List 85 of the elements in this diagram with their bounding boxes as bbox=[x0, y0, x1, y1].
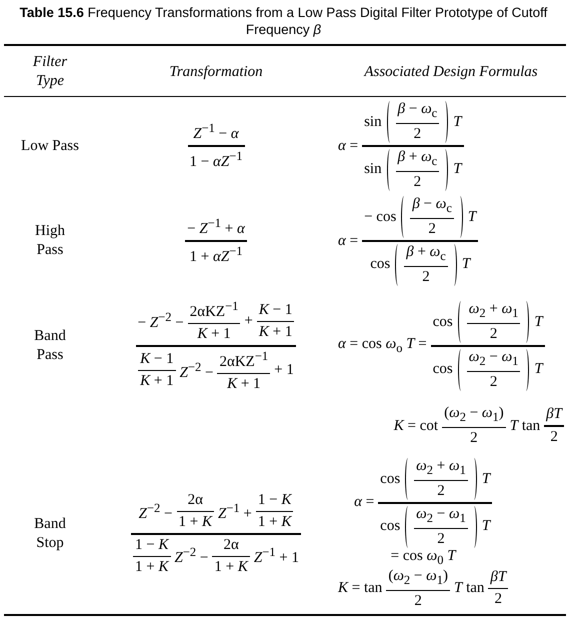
table-title: Table 15.6 Frequency Transformations from a Low Pass Digital Filter Prototype of Cutoff Frequency β bbox=[18, 4, 548, 38]
formula-term: 2 bbox=[427, 221, 437, 238]
formula-term: 2α bbox=[186, 492, 204, 510]
formula-term: + 1 bbox=[273, 362, 295, 380]
formula-term: sin bbox=[363, 114, 383, 131]
formula-term: 2αKZ$^{−1}$ bbox=[218, 348, 270, 371]
formula-term: K = cot bbox=[392, 418, 440, 434]
formula-term: α = bbox=[337, 138, 360, 154]
formula-term: 1 − K bbox=[256, 492, 293, 510]
formula-term: ω$_{2}$ + ω$_{1}$ bbox=[415, 458, 467, 478]
formula-term: K − 1 bbox=[139, 351, 175, 368]
formula-term: 2 bbox=[436, 530, 446, 548]
formula-term: cos bbox=[369, 256, 392, 274]
formula-term: T bbox=[460, 256, 472, 274]
formula-term: 2 bbox=[494, 591, 504, 608]
formula-term: − cos bbox=[363, 208, 398, 226]
formula-term: 1 + K bbox=[134, 558, 170, 576]
formula-term: 1 + αZ$^{−1}$ bbox=[188, 244, 244, 266]
formula-term: 2α bbox=[222, 536, 240, 554]
formula-term: 2 bbox=[413, 592, 423, 610]
formula-term: ω$_{2}$ − ω$_{1}$ bbox=[468, 348, 520, 369]
formula-term: β + ω$_{c}$ bbox=[405, 244, 447, 264]
formula-term: Z$^{−1}$ + 1 bbox=[252, 545, 300, 568]
formula-term: T tan bbox=[452, 580, 486, 598]
formula-term: 1 + K bbox=[178, 514, 214, 532]
formula-term: + bbox=[243, 312, 254, 330]
formula-term: T bbox=[452, 114, 464, 131]
formula-term: 2 bbox=[549, 428, 559, 446]
formula-term: 1 − K bbox=[134, 536, 170, 554]
column-header: Associated Design Formulas bbox=[364, 62, 538, 82]
formula-term: (ω$_{2}$ − ω$_{1}$) bbox=[443, 404, 505, 425]
formula-term: Z$^{−2}$ − bbox=[178, 360, 214, 382]
column-header: Filter Type bbox=[32, 53, 68, 91]
formula-term: 2 bbox=[488, 326, 498, 344]
formula-term: 2 bbox=[469, 430, 479, 448]
formula-term: K + 1 bbox=[139, 373, 175, 390]
formula-term: 2 bbox=[421, 268, 431, 286]
formula-term: α = bbox=[337, 232, 360, 250]
formula-term: α = bbox=[353, 494, 376, 512]
formula-term: 1 − αZ$^{−1}$ bbox=[188, 148, 244, 171]
formula-term: T bbox=[480, 518, 492, 536]
formula-term: sin bbox=[363, 161, 383, 178]
formula-term: Z$^{−2}$ − bbox=[174, 545, 210, 568]
formula-term: 2αKZ$^{−1}$ bbox=[188, 299, 240, 322]
formula-term: K + 1 bbox=[196, 326, 232, 344]
formula-term: Z$^{−2}$ − bbox=[138, 500, 174, 523]
formula-term: cos bbox=[432, 361, 454, 378]
formula-term: βT bbox=[545, 406, 564, 424]
formula-term: α = cos ω$_{o}$ T = bbox=[337, 336, 428, 356]
filter-type-label: High Pass bbox=[34, 222, 66, 260]
formula-term: T bbox=[533, 361, 544, 378]
formula-term: − Z$^{−2}$ − bbox=[136, 310, 185, 332]
filter-type-label: Band Stop bbox=[33, 515, 67, 553]
formula-term: 2 bbox=[488, 374, 498, 391]
formula-term: T bbox=[533, 314, 544, 331]
formula-term: T bbox=[452, 161, 464, 178]
formula-term: ω$_{2}$ + ω$_{1}$ bbox=[468, 301, 520, 322]
formula-term: cos bbox=[432, 314, 454, 331]
formula-term: 1 + K bbox=[256, 514, 293, 532]
formula-term: T bbox=[480, 470, 492, 488]
formula-term: (ω$_{2}$ − ω$_{1}$) bbox=[387, 568, 449, 588]
formula-term: K + 1 bbox=[258, 324, 294, 341]
formula-term: T tan bbox=[508, 418, 542, 434]
formula-term: β + ω$_{c}$ bbox=[396, 148, 438, 169]
formula-term: Z$^{−1}$ − α bbox=[192, 121, 240, 144]
formula-term: cos bbox=[379, 518, 402, 536]
formula-term: β − ω$_{c}$ bbox=[396, 101, 438, 122]
formula-term: 2 bbox=[412, 174, 422, 191]
formula-term: ω$_{2}$ − ω$_{1}$ bbox=[415, 506, 467, 526]
formula-term: K = tan bbox=[336, 580, 384, 598]
column-header: Transformation bbox=[169, 62, 263, 82]
formula-term: cos bbox=[379, 470, 402, 488]
formula-term: βT bbox=[489, 569, 508, 586]
filter-type-label: Low Pass bbox=[20, 136, 80, 156]
formula-term: β − ω$_{c}$ bbox=[411, 196, 453, 216]
formula-term: T bbox=[466, 208, 478, 226]
formula-term: = cos ω$_{0}$ T bbox=[390, 548, 458, 568]
formula-term: 2 bbox=[436, 483, 446, 500]
formula-term: K + 1 bbox=[226, 376, 262, 393]
formula-term: 2 bbox=[412, 126, 422, 144]
formula-term: 1 + K bbox=[213, 558, 250, 576]
formula-term: K − 1 bbox=[258, 302, 294, 319]
formula-term: − Z$^{−1}$ + α bbox=[186, 216, 246, 238]
formula-term: Z$^{−1}$ + bbox=[217, 500, 253, 523]
filter-type-label: Band Pass bbox=[33, 327, 67, 365]
